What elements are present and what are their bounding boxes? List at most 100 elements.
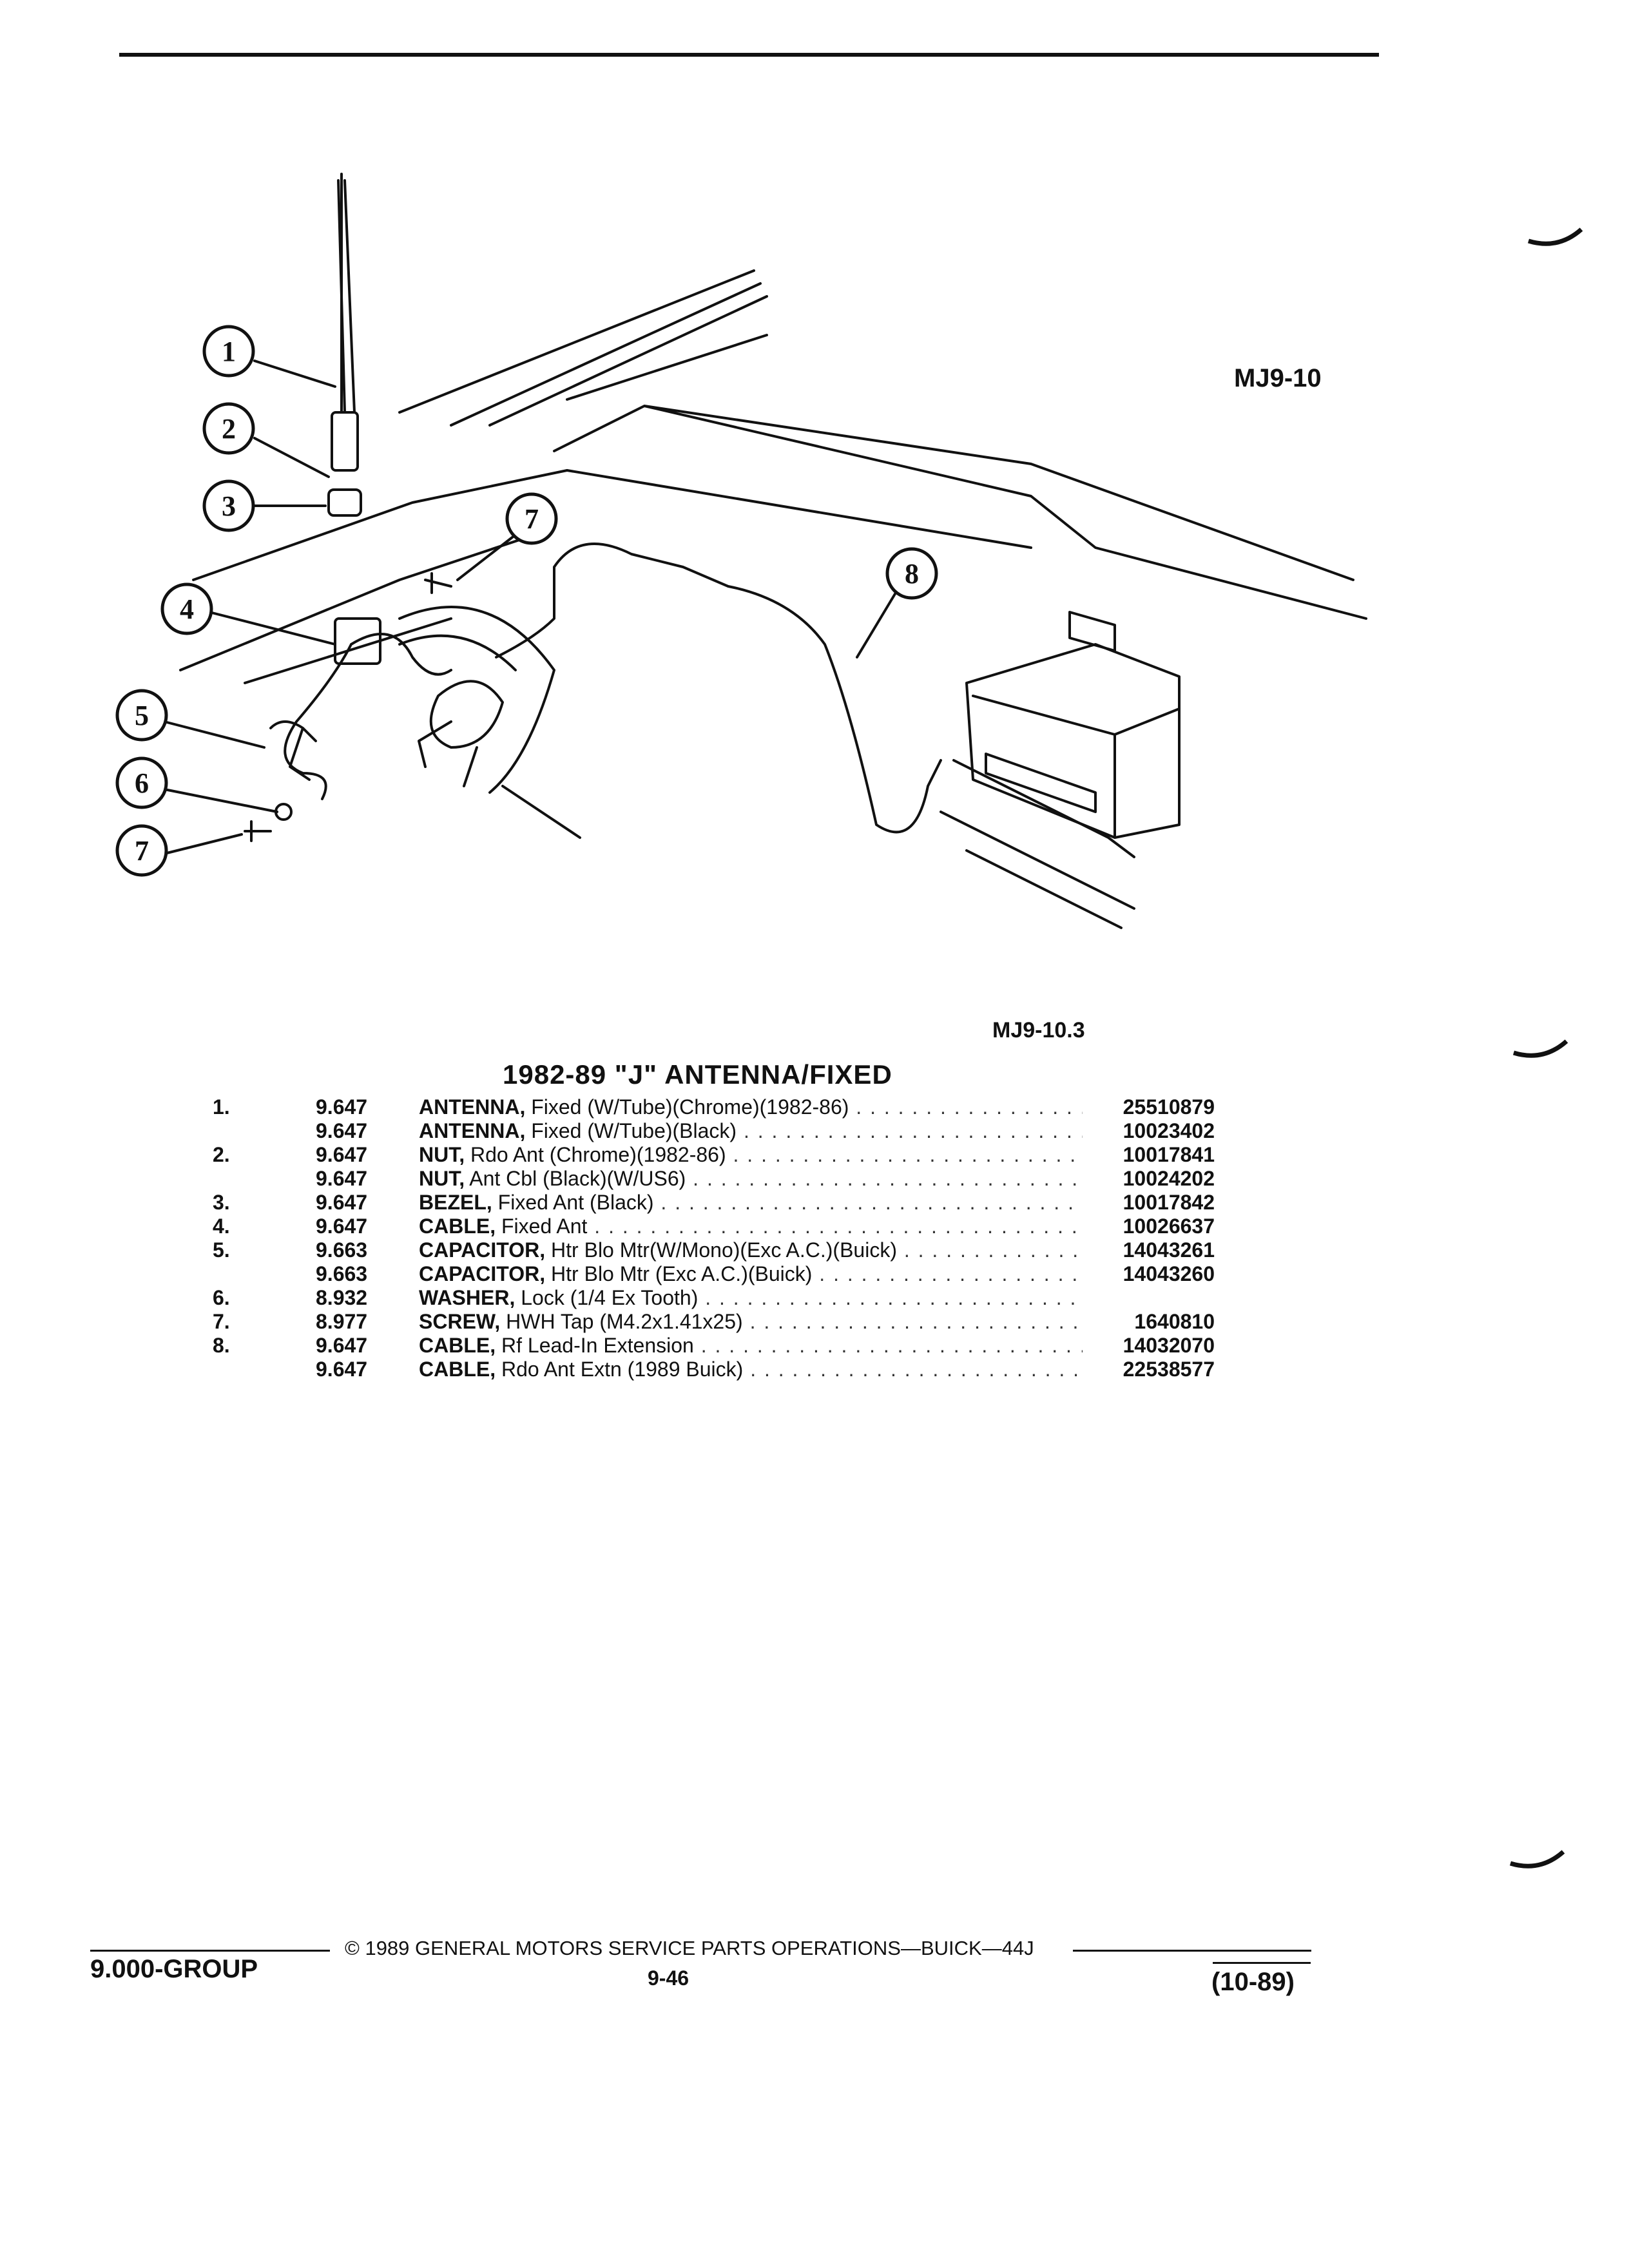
part-detail: Htr Blo Mtr (Exc A.C.)(Buick) — [545, 1262, 813, 1285]
binder-mark-icon — [1509, 1850, 1565, 1869]
part-number: 14032070 — [1123, 1334, 1215, 1357]
part-detail: Fixed (W/Tube)(Chrome)(1982-86) — [525, 1095, 849, 1119]
group-number: 9.647 — [316, 1334, 368, 1357]
part-description: ANTENNA, Fixed (W/Tube)(Black) . . . . .… — [419, 1119, 1083, 1143]
dot-leader: . . . . . . . . . . . . . . . . . . . . … — [700, 1334, 1083, 1357]
item-number: 1. — [213, 1095, 230, 1119]
part-number: 1640810 — [1134, 1310, 1215, 1333]
binder-mark-icon — [1527, 227, 1583, 246]
top-rule — [119, 53, 1379, 57]
item-number: 5. — [213, 1238, 230, 1262]
dash-lower — [940, 759, 1135, 929]
dot-leader: . . . . . . . . . . . . . . . . . . . . … — [733, 1143, 1083, 1166]
item-number: 7. — [213, 1310, 230, 1333]
part-name: CAPACITOR, — [419, 1238, 546, 1262]
part-number: 10024202 — [1123, 1167, 1215, 1190]
parts-row: 6. 8.932 WASHER, Lock (1/4 Ex Tooth) . . .… — [213, 1286, 1218, 1310]
svg-text:7: 7 — [525, 503, 539, 535]
svg-text:4: 4 — [180, 593, 194, 625]
part-name: CABLE, — [419, 1358, 496, 1381]
footer-copyright: © 1989 GENERAL MOTORS SERVICE PARTS OPER… — [345, 1937, 1034, 1959]
callout-5: 5 — [115, 689, 168, 742]
group-number: 9.663 — [316, 1262, 368, 1285]
part-name: SCREW, — [419, 1310, 501, 1333]
footer-rule-right — [1073, 1950, 1311, 1952]
parts-row: 1. 9.647 ANTENNA, Fixed (W/Tube)(Chrome)(1… — [213, 1095, 1218, 1119]
part-number: 10023402 — [1123, 1119, 1215, 1142]
callout-7: 7 — [115, 824, 168, 877]
item-number: 6. — [213, 1286, 230, 1309]
group-number: 9.647 — [316, 1215, 368, 1238]
part-number: 25510879 — [1123, 1095, 1215, 1119]
radio-housing — [965, 643, 1181, 839]
part-name: ANTENNA, — [419, 1095, 526, 1119]
cable-connector — [334, 617, 381, 665]
blower-motor — [418, 680, 504, 787]
part-description: CAPACITOR, Htr Blo Mtr (Exc A.C.)(Buick)… — [419, 1262, 1083, 1286]
dot-leader: . . . . . . . . . . . . . . . . . . . . … — [750, 1358, 1083, 1381]
item-number: 2. — [213, 1143, 230, 1166]
part-name: BEZEL, — [419, 1191, 492, 1214]
group-number: 9.663 — [316, 1238, 368, 1262]
parts-row: 8. 9.647 CABLE, Rf Lead-In Extension . . .… — [213, 1334, 1218, 1358]
heater-duct — [398, 606, 581, 839]
antenna-cable — [284, 633, 452, 800]
svg-text:2: 2 — [222, 413, 236, 445]
windshield-pillar — [398, 269, 768, 427]
part-description: BEZEL, Fixed Ant (Black) . . . . . . . .… — [419, 1191, 1083, 1215]
callout-3: 3 — [202, 479, 255, 532]
part-name: WASHER, — [419, 1286, 516, 1309]
parts-list-title: 1982-89 "J" ANTENNA/FIXED — [503, 1059, 892, 1090]
part-name: NUT, — [419, 1167, 465, 1190]
part-description: CABLE, Fixed Ant . . . . . . . . . . . .… — [419, 1215, 1083, 1238]
callout-4: 4 — [160, 582, 213, 635]
part-detail: Htr Blo Mtr(W/Mono)(Exc A.C.)(Buick) — [545, 1238, 897, 1262]
lower-screw — [424, 572, 452, 594]
revision-date: (10-89) — [1211, 1968, 1295, 1996]
leader-7b — [456, 533, 517, 581]
group-number: 9.647 — [316, 1143, 368, 1166]
svg-text:5: 5 — [135, 700, 149, 731]
callout-8: 8 — [885, 547, 938, 600]
part-description: NUT, Rdo Ant (Chrome)(1982-86) . . . . .… — [419, 1143, 1083, 1167]
dot-leader: . . . . . . . . . . . . . . . . . . . . … — [693, 1167, 1083, 1190]
svg-text:6: 6 — [135, 767, 149, 799]
part-detail: Rdo Ant Extn (1989 Buick) — [496, 1358, 744, 1381]
part-name: NUT, — [419, 1143, 465, 1166]
part-number: 14043261 — [1123, 1238, 1215, 1262]
part-detail: Rdo Ant (Chrome)(1982-86) — [465, 1143, 726, 1166]
dot-leader: . . . . . . . . . . . . . . . . . . . . … — [705, 1286, 1083, 1309]
part-name: ANTENNA, — [419, 1119, 526, 1142]
part-description: CABLE, Rdo Ant Extn (1989 Buick) . . . .… — [419, 1358, 1083, 1381]
extension-cable — [495, 543, 942, 834]
screw — [244, 820, 272, 842]
callout-2: 2 — [202, 402, 255, 455]
group-number: 9.647 — [316, 1191, 368, 1214]
leader-7a — [163, 833, 243, 855]
part-number: 10017841 — [1123, 1143, 1215, 1166]
callout-7-upper: 7 — [505, 492, 558, 545]
part-description: NUT, Ant Cbl (Black)(W/US6) . . . . . . … — [419, 1167, 1083, 1191]
part-detail: Rf Lead-In Extension — [496, 1334, 694, 1357]
dot-leader: . . . . . . . . . . . . . . . . . . . . … — [660, 1191, 1083, 1214]
svg-text:7: 7 — [135, 835, 149, 867]
part-description: CAPACITOR, Htr Blo Mtr(W/Mono)(Exc A.C.)… — [419, 1238, 1083, 1262]
group-number: 9.647 — [316, 1095, 368, 1119]
part-number: 14043260 — [1123, 1262, 1215, 1285]
antenna-base — [331, 411, 359, 472]
bezel — [327, 488, 362, 517]
page-number: 9-46 — [648, 1966, 689, 1990]
group-number: 8.932 — [316, 1286, 368, 1309]
parts-row: 3. 9.647 BEZEL, Fixed Ant (Black) . . . . … — [213, 1191, 1218, 1215]
part-number: 10017842 — [1123, 1191, 1215, 1214]
part-name: CABLE, — [419, 1334, 496, 1357]
svg-text:3: 3 — [222, 490, 236, 522]
part-detail: Ant Cbl (Black)(W/US6) — [465, 1167, 686, 1190]
item-number: 8. — [213, 1334, 230, 1357]
part-description: WASHER, Lock (1/4 Ex Tooth) . . . . . . … — [419, 1286, 1083, 1310]
item-number: 3. — [213, 1191, 230, 1214]
